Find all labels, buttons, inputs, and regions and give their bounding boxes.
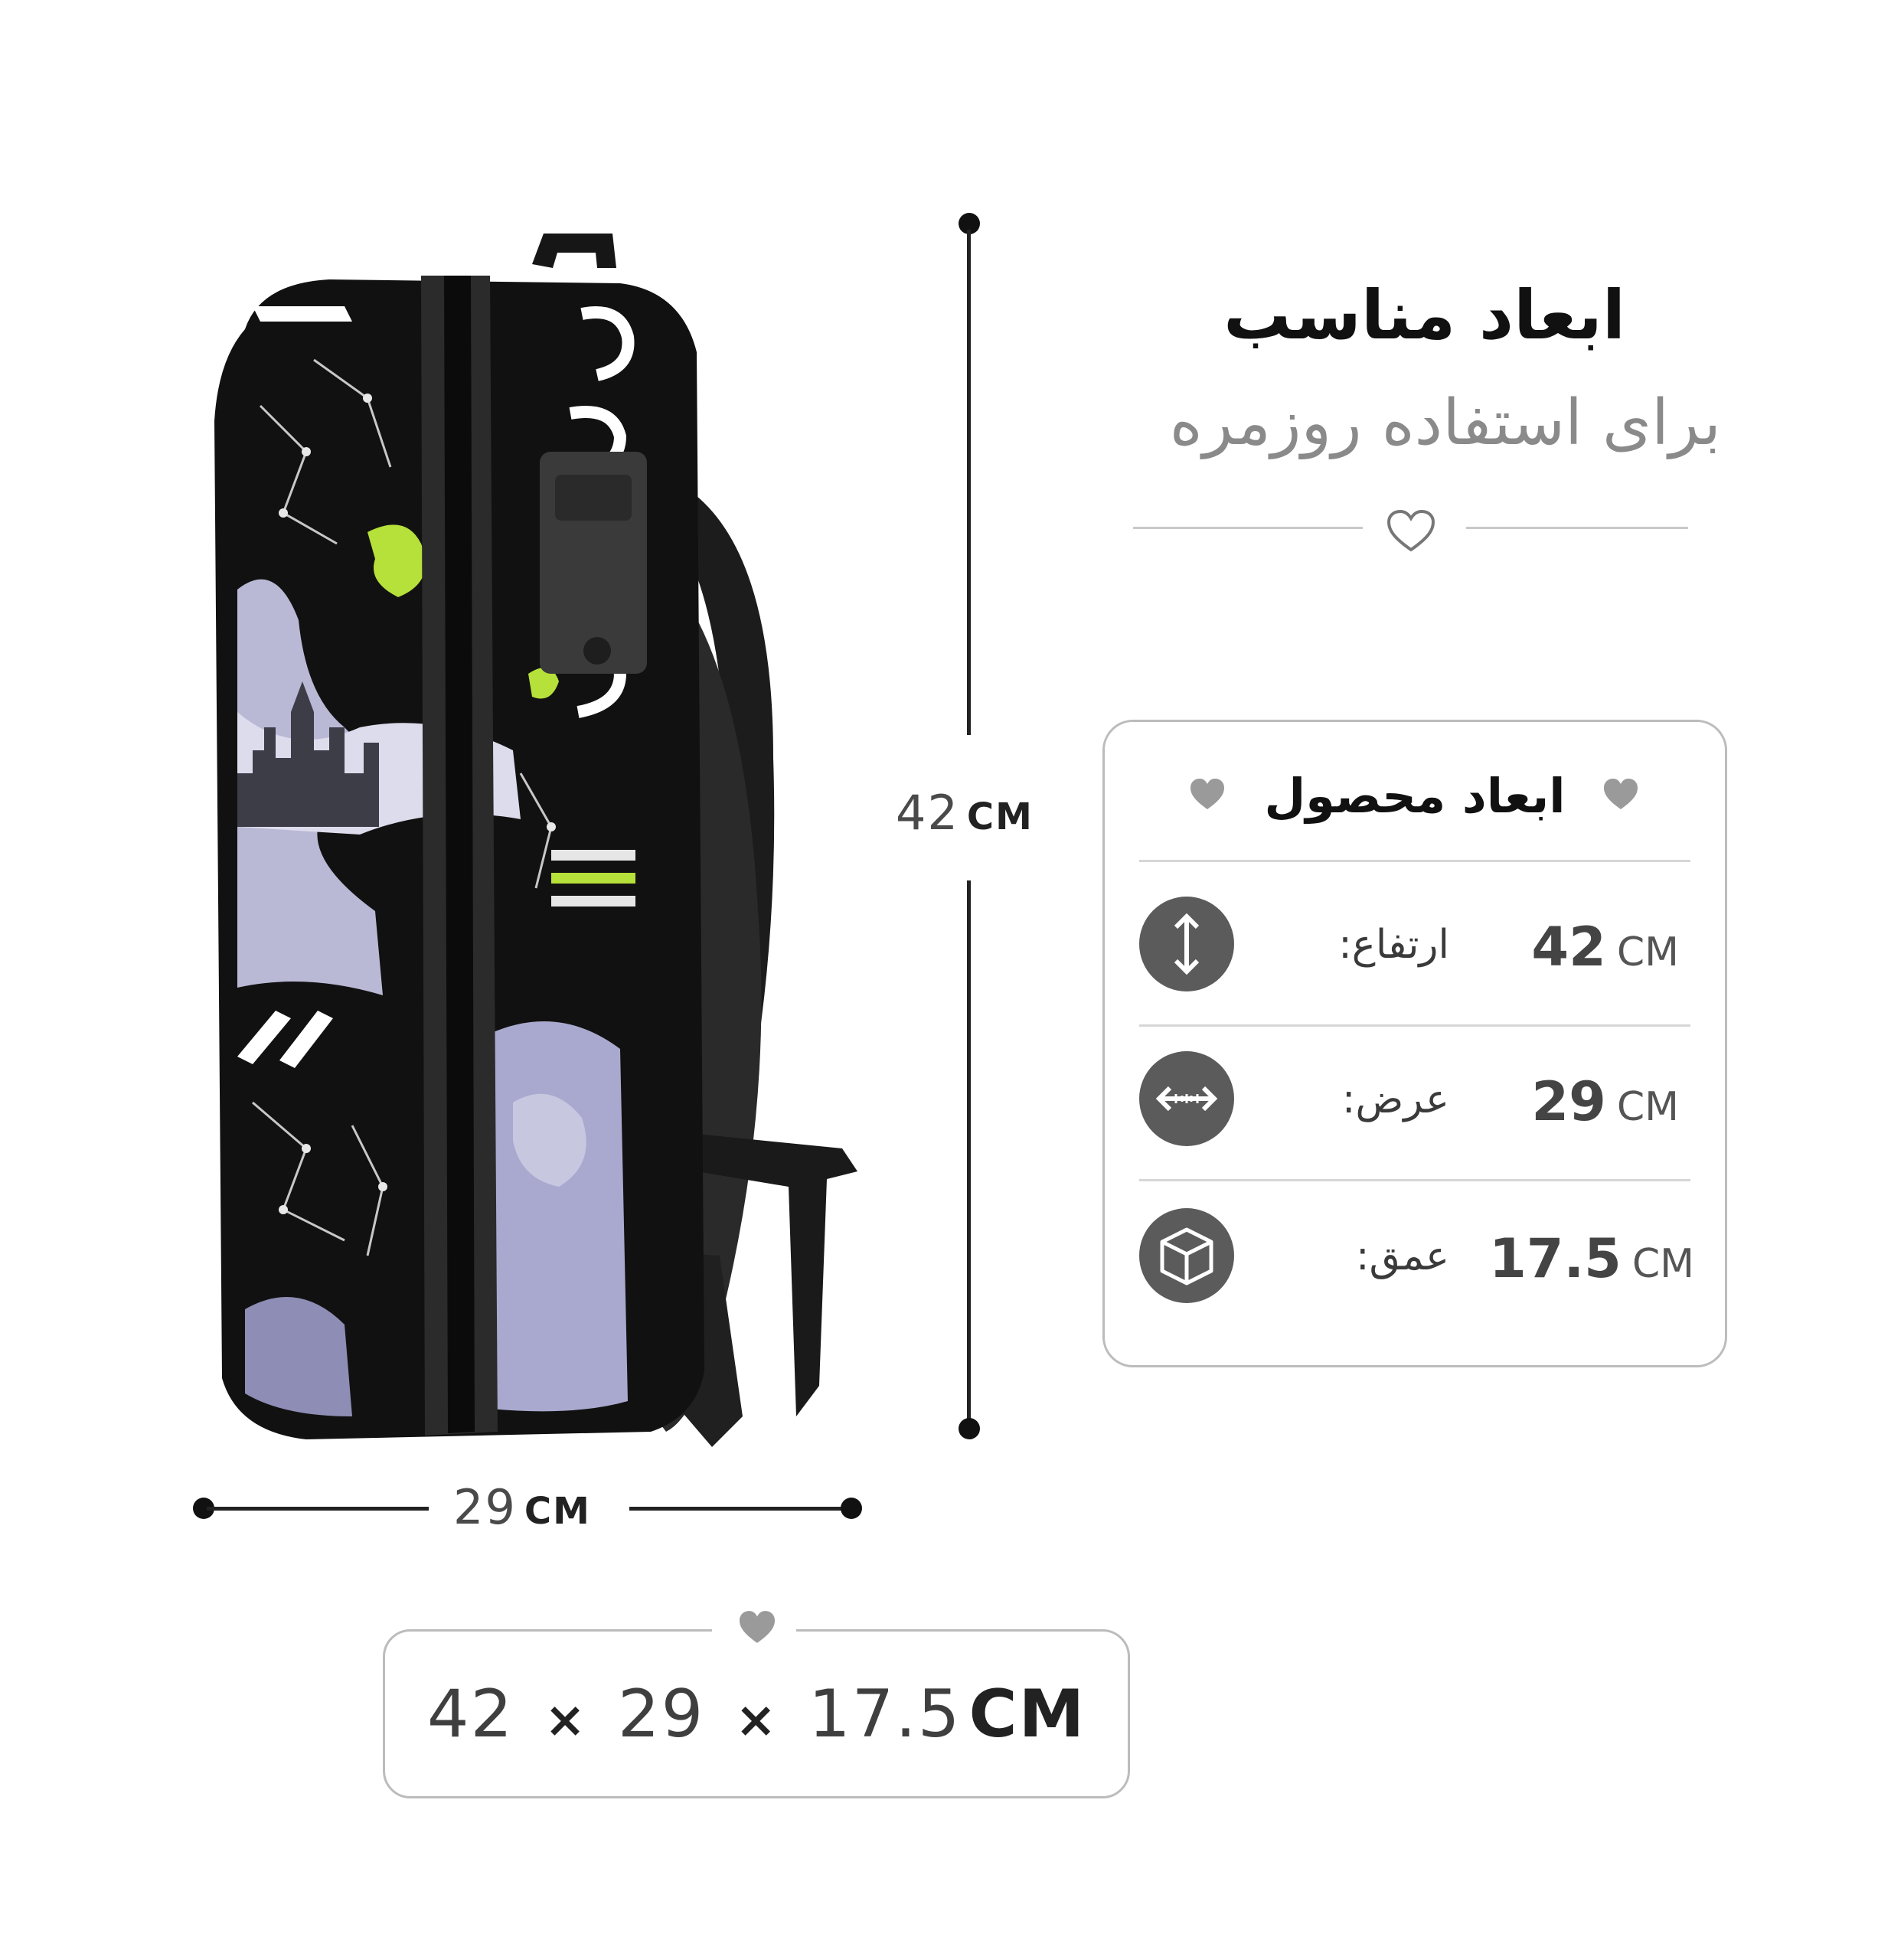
spec-unit: CM <box>1616 929 1679 975</box>
summary-unit: CM <box>968 1676 1086 1753</box>
height-guide-value: 42 <box>896 785 959 841</box>
spec-number: 29 <box>1531 1070 1606 1133</box>
card-divider <box>1139 1024 1690 1027</box>
width-guide-value: 29 <box>453 1479 517 1535</box>
headline-divider-right <box>1466 527 1688 529</box>
summary-depth: 17.5 <box>808 1676 962 1753</box>
headline-title: ابعاد مناسب <box>1223 276 1625 354</box>
spec-label: عرض: <box>1341 1076 1449 1122</box>
vertical-arrows-icon <box>1139 897 1234 991</box>
card-title: ابعاد محصول <box>1264 768 1566 824</box>
summary-separator: × <box>735 1692 778 1749</box>
spec-unit: CM <box>1616 1084 1679 1130</box>
heart-icon <box>740 1611 775 1643</box>
width-guide-unit: CM <box>524 1490 591 1533</box>
box-icon <box>1139 1208 1234 1303</box>
spec-label: ارتفاع: <box>1338 922 1449 968</box>
spec-unit: CM <box>1631 1241 1694 1287</box>
height-guide-unit: CM <box>966 795 1034 838</box>
summary-separator: × <box>544 1692 587 1749</box>
heart-icon <box>1604 779 1638 809</box>
summary-height: 42 <box>426 1676 514 1753</box>
width-guide-right-dot <box>841 1498 862 1519</box>
height-guide-bottom-dot <box>959 1418 980 1439</box>
height-guide-line-top <box>967 230 971 735</box>
summary-width: 29 <box>617 1676 705 1753</box>
headline-divider-left <box>1133 527 1363 529</box>
backpack-image <box>214 234 857 1447</box>
headline-subtitle: برای استفاده روزمره <box>1169 387 1721 459</box>
heart-icon <box>1190 779 1224 809</box>
heart-outline-icon <box>1386 509 1435 552</box>
spec-number: 42 <box>1531 916 1606 978</box>
width-guide-line-left <box>207 1507 429 1511</box>
spec-number: 17.5 <box>1489 1227 1622 1290</box>
card-divider <box>1139 860 1690 862</box>
spec-label: عمق: <box>1356 1233 1449 1279</box>
card-divider <box>1139 1179 1690 1181</box>
horizontal-arrows-icon <box>1139 1051 1234 1146</box>
height-guide-line-bottom <box>967 880 971 1424</box>
width-guide-line-right <box>629 1507 851 1511</box>
